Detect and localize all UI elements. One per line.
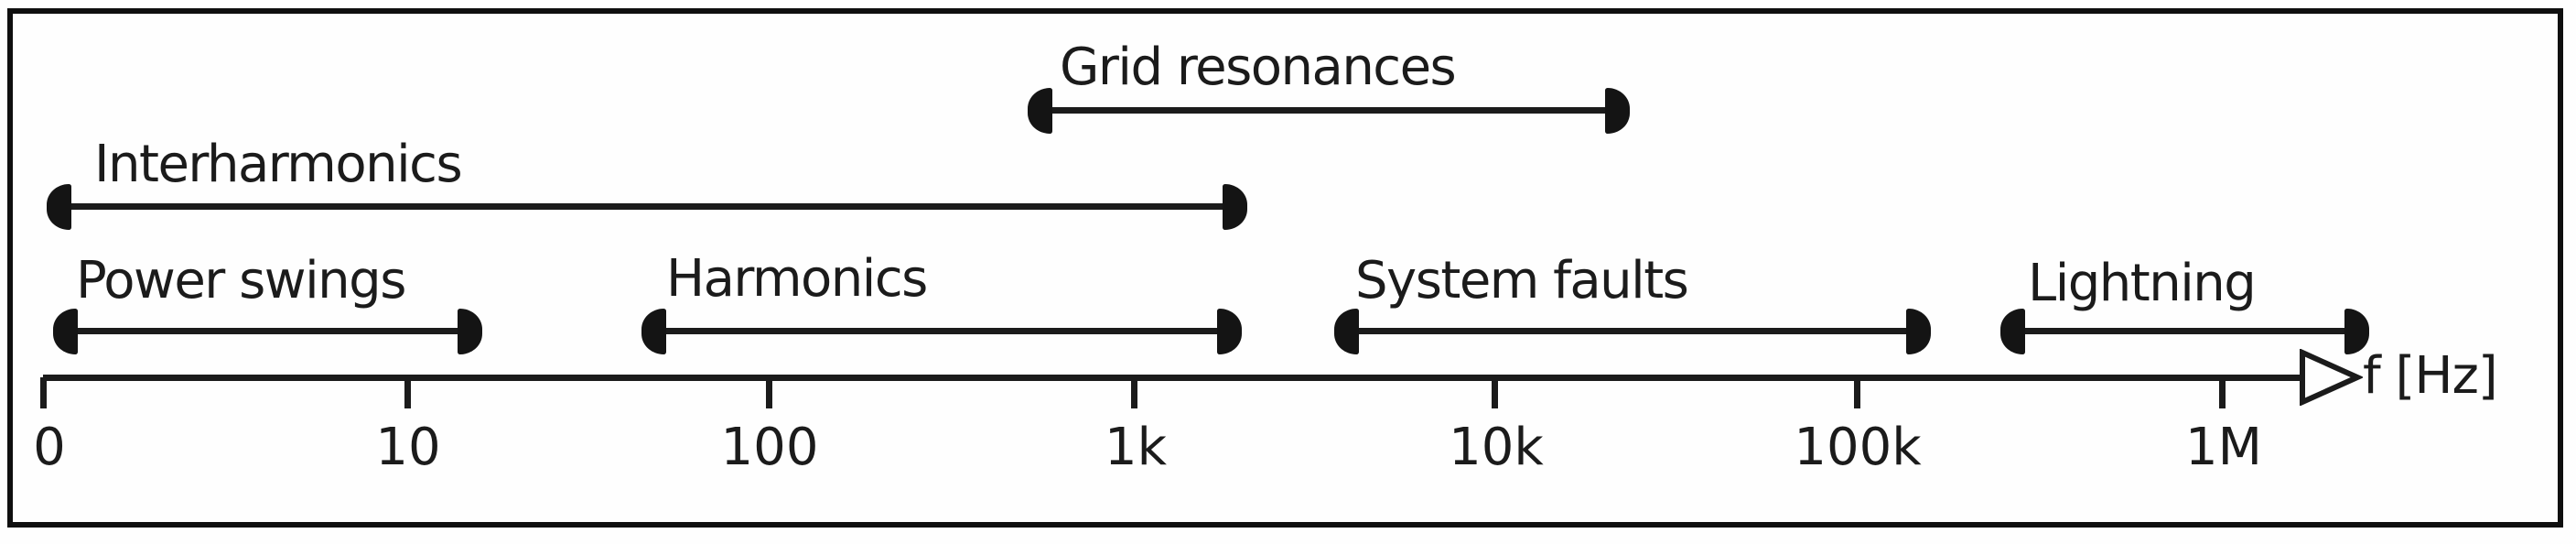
- range-label-grid-resonances: Grid resonances: [1060, 38, 1457, 97]
- range-bar-harmonics: [641, 308, 1242, 354]
- frequency-axis-line: [43, 375, 2306, 381]
- axis-tick-10k: [1492, 377, 1498, 408]
- axis-tick-0: [40, 377, 47, 408]
- axis-tick-label-10: 10: [375, 418, 441, 477]
- range-bar-system-faults: [1334, 308, 1931, 354]
- range-label-system-faults: System faults: [1355, 251, 1689, 310]
- axis-tick-label-1m: 1M: [2185, 418, 2262, 477]
- axis-tick-label-100: 100: [720, 418, 819, 477]
- axis-tick-label-1k: 1k: [1104, 418, 1168, 477]
- diagram-border: [7, 8, 2563, 528]
- range-label-lightning: Lightning: [2028, 254, 2257, 313]
- range-bar-lightning: [2000, 308, 2369, 354]
- range-label-interharmonics: Interharmonics: [94, 135, 463, 194]
- range-cap-left-icon: [47, 183, 71, 230]
- axis-tick-1m: [2219, 377, 2226, 408]
- axis-tick-label-0: 0: [33, 418, 66, 477]
- axis-label: f [Hz]: [2363, 346, 2498, 406]
- axis-tick-100: [766, 377, 772, 408]
- axis-tick-label-100k: 100k: [1794, 418, 1922, 477]
- range-label-power-swings: Power swings: [76, 251, 406, 310]
- range-bar-power-swings: [53, 308, 482, 354]
- range-cap-left-icon: [53, 308, 78, 354]
- range-cap-left-icon: [1028, 87, 1052, 134]
- range-cap-left-icon: [2000, 308, 2025, 354]
- range-label-harmonics: Harmonics: [666, 249, 928, 309]
- range-cap-left-icon: [641, 308, 666, 354]
- axis-tick-label-10k: 10k: [1449, 418, 1544, 477]
- axis-tick-1k: [1131, 377, 1137, 408]
- range-cap-left-icon: [1334, 308, 1359, 354]
- range-bar-interharmonics: [47, 183, 1247, 230]
- axis-tick-10: [404, 377, 411, 408]
- axis-tick-100k: [1854, 377, 1860, 408]
- axis-arrowhead-icon: [2300, 349, 2363, 406]
- range-bar-grid-resonances: [1028, 87, 1630, 134]
